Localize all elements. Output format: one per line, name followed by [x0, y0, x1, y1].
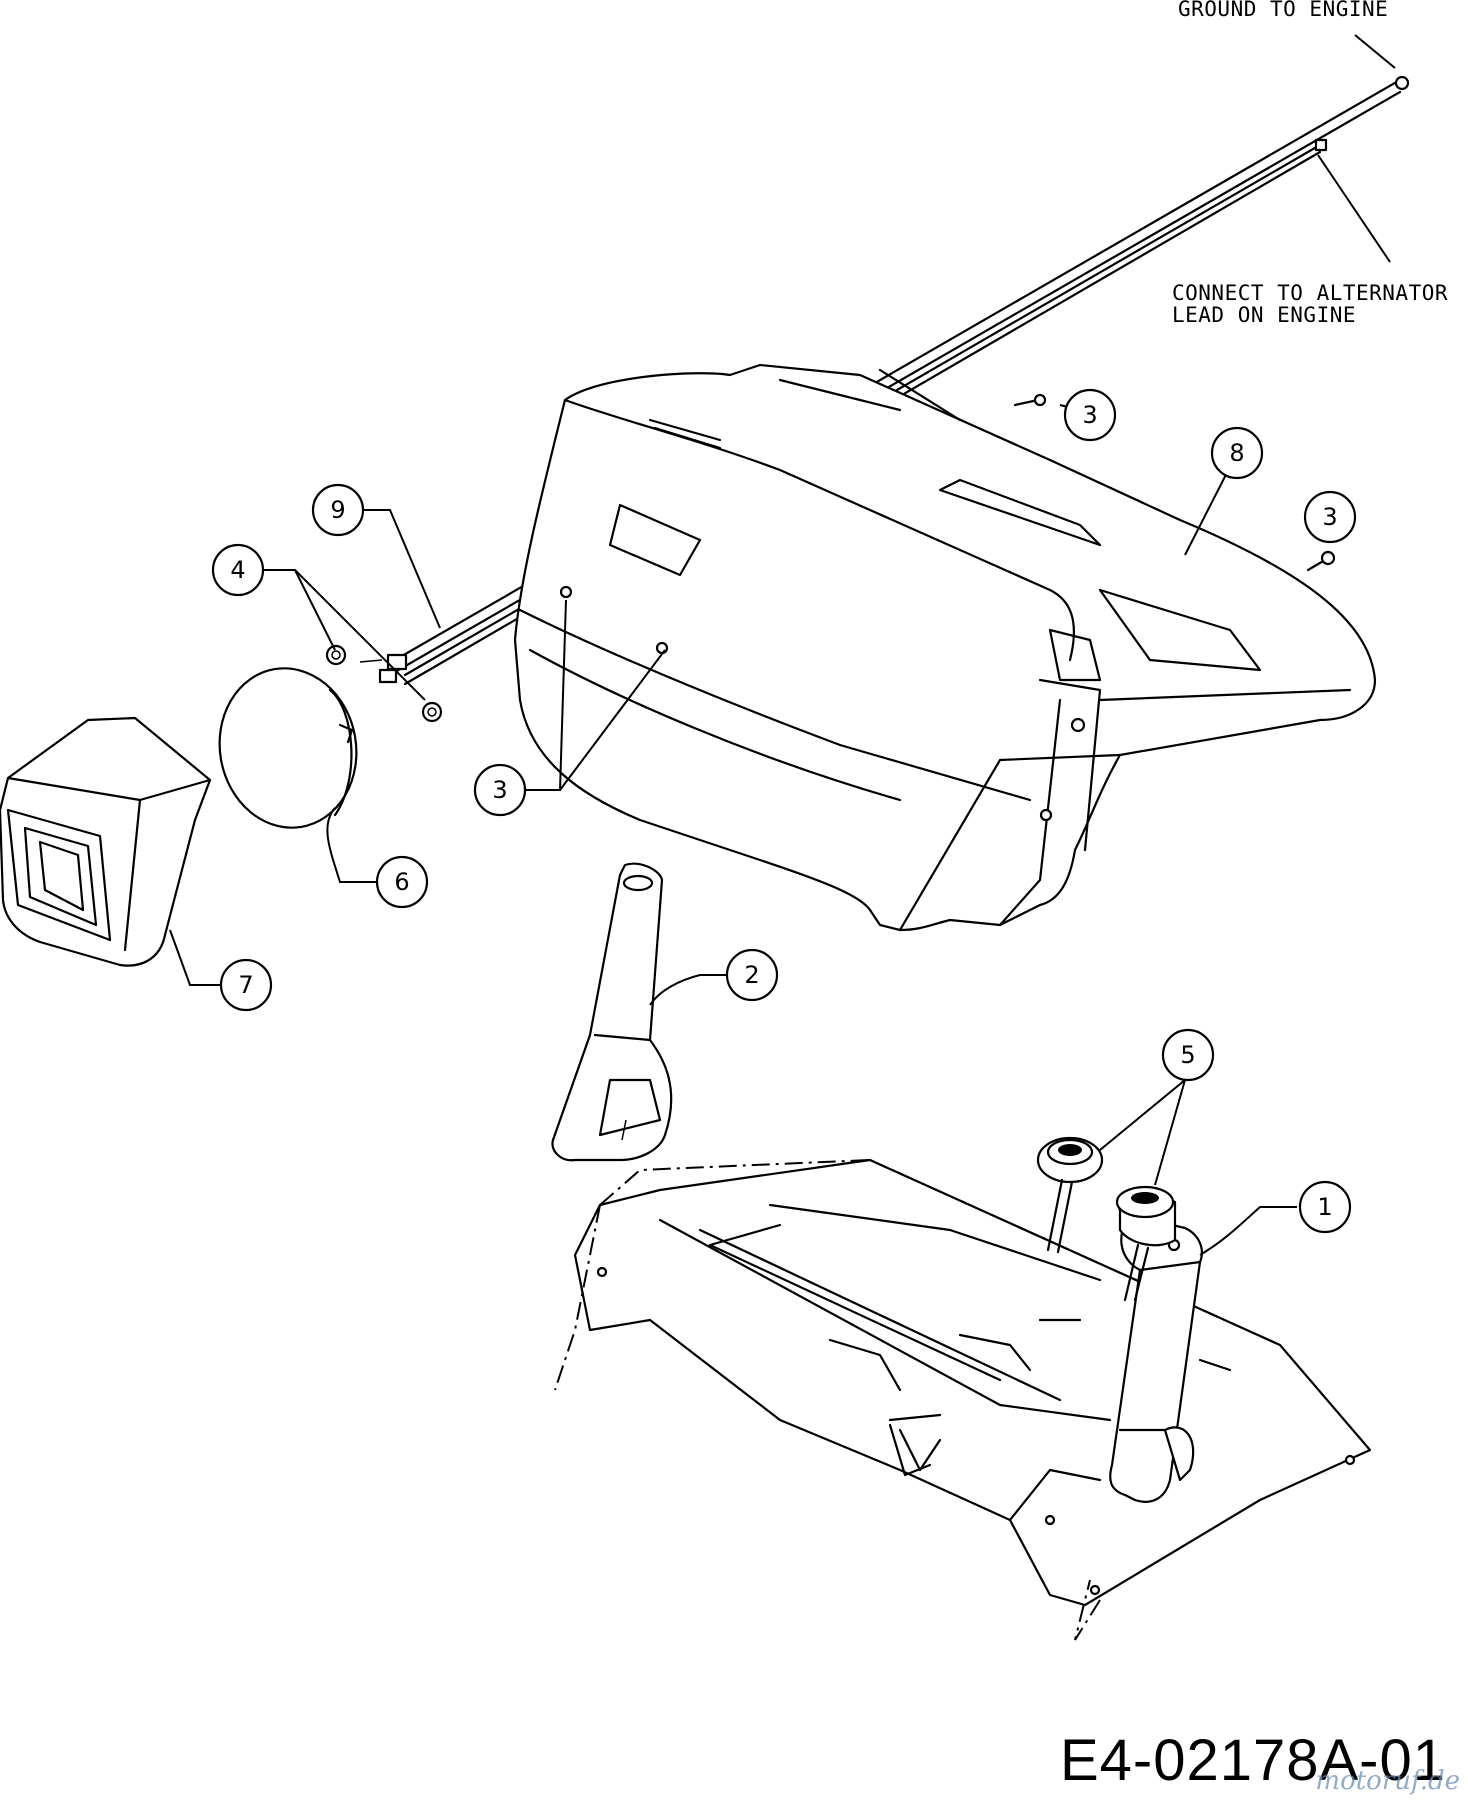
headlight-housing [0, 716, 212, 967]
note-alternator-line1: CONNECT TO ALTERNATOR [1172, 281, 1448, 305]
callout-5: 5 [1161, 1028, 1215, 1082]
leader-lines [169, 34, 1396, 1256]
shift-boot [551, 862, 673, 1162]
callout-7-number: 7 [238, 971, 253, 999]
callout-3-right: 3 [1303, 490, 1357, 544]
callout-6: 6 [375, 855, 429, 909]
hood-panel [513, 363, 1377, 932]
drawing-number: E4-02178A-01 [1059, 1728, 1446, 1793]
nuts [325, 644, 443, 723]
callout-9-number: 9 [330, 496, 345, 524]
callout-1: 1 [1298, 1180, 1352, 1234]
callout-1-number: 1 [1317, 1193, 1332, 1221]
callout-4: 4 [211, 543, 265, 597]
headlight-lens [218, 667, 358, 829]
callout-6-number: 6 [394, 868, 409, 896]
callout-3-top-number: 3 [1082, 401, 1097, 429]
callout-9: 9 [311, 483, 365, 537]
note-ground-to-engine: GROUND TO ENGINE [1178, 0, 1388, 21]
callout-3-right-number: 3 [1322, 503, 1337, 531]
control-lever [1109, 1213, 1203, 1503]
note-alternator-line2: LEAD ON ENGINE [1172, 303, 1356, 327]
screws [1013, 393, 1336, 572]
callout-3-top: 3 [1063, 388, 1117, 442]
callout-3-left-number: 3 [492, 776, 507, 804]
dash-bracket [554, 1158, 1372, 1641]
callout-2: 2 [725, 948, 779, 1002]
callout-8: 8 [1210, 426, 1264, 480]
callout-4-number: 4 [230, 556, 245, 584]
knobs [1036, 1136, 1177, 1302]
callout-8-number: 8 [1229, 439, 1244, 467]
callout-2-number: 2 [744, 961, 759, 989]
callout-3-left: 3 [473, 763, 527, 817]
callout-5-number: 5 [1180, 1041, 1195, 1069]
watermark-logo: motoruf.de [1315, 1766, 1460, 1796]
callout-7: 7 [219, 958, 273, 1012]
